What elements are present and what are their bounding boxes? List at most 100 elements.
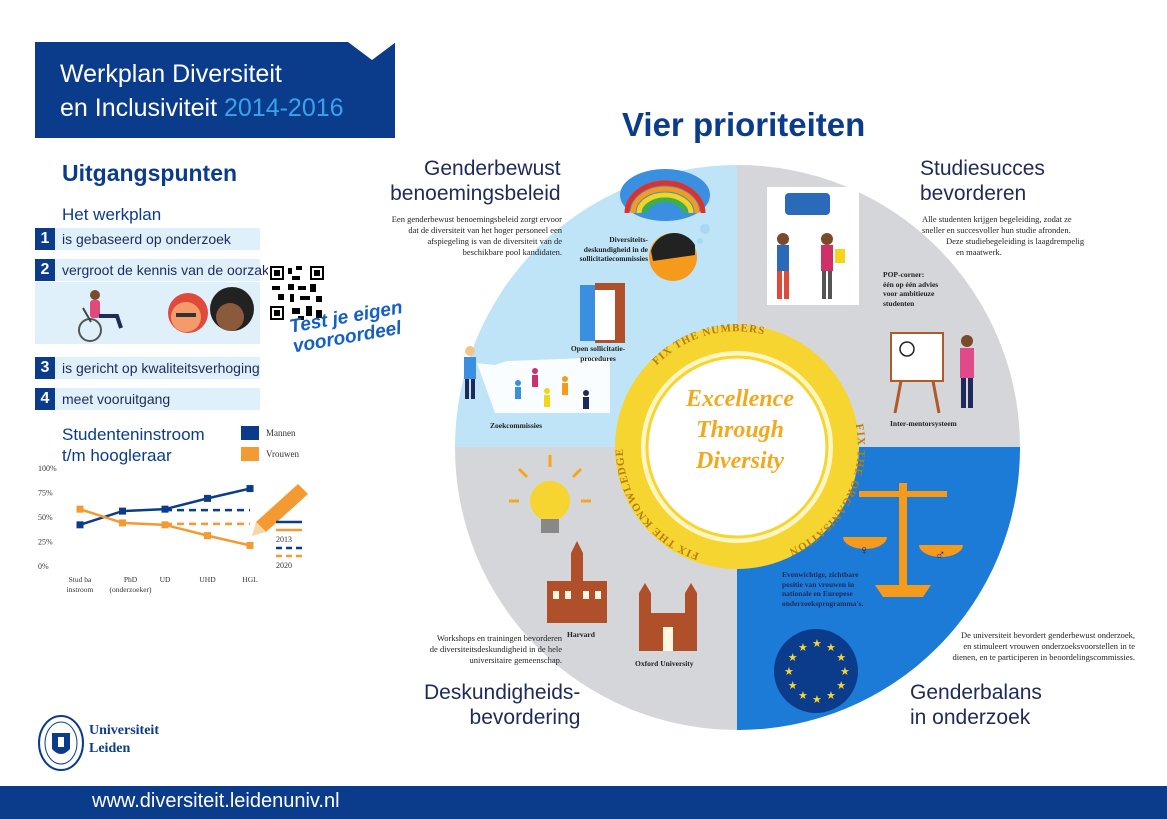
eu-star: ★ [812, 694, 822, 706]
caption-pop-corner: POP-corner: één op één advies voor ambit… [883, 270, 938, 308]
mentor-board-icon [890, 332, 974, 414]
caption-ep-line-4: onderzoeksprogramma's. [782, 598, 864, 608]
point-2-text: vergroot de kennis van de oorzaken [62, 262, 285, 278]
people-group-icon [515, 368, 589, 409]
data-point-vrouwen [204, 532, 211, 540]
footer-url-link[interactable]: www.diversiteit.leidenuniv.nl [92, 790, 340, 812]
data-point-mannen [119, 507, 126, 515]
caption-pop-line-4: studenten [883, 298, 915, 308]
pencil-icon [256, 484, 308, 532]
x-tick-label: UHD [199, 575, 216, 584]
point-1-text: is gebaseerd op onderzoek [62, 231, 231, 247]
x-tick-label: HGL [242, 575, 258, 584]
quadrant-1-description: Een genderbewust benoemingsbeleid zorgt … [368, 214, 562, 258]
data-point-mannen [76, 521, 84, 529]
caption-dd-line-2: deskundigheid in de [583, 244, 648, 254]
eu-star: ★ [798, 642, 808, 654]
q1-desc-line-4: beschikbare pool kandidaten. [462, 247, 562, 257]
werkplan-subheading: Het werkplan [62, 205, 162, 224]
caption-ep-line-2: positie van vrouwen in [782, 579, 855, 589]
y-tick-label: 50% [38, 513, 53, 522]
x-tick-label: PhD [124, 575, 138, 584]
q1-desc-line-2: dat de diversiteit van het hoger persone… [408, 225, 562, 235]
open-door-icon [580, 283, 625, 343]
eu-star: ★ [826, 642, 836, 654]
caption-pop-line-1: POP-corner: [883, 270, 925, 279]
legend-swatch-vrouwen [241, 447, 259, 461]
svg-text:♀: ♀ [859, 542, 870, 558]
caption-ep-line-3: nationale en Europese [782, 589, 853, 598]
rainbow-cloud-icon [620, 169, 710, 244]
oxford-building-icon [639, 583, 697, 651]
center-line-3: Diversity [696, 448, 784, 474]
wheelchair-person-icon [78, 290, 123, 342]
q3-desc-line-1: Workshops en trainingen bevorderen [436, 633, 562, 643]
qr-code-icon[interactable] [268, 264, 326, 322]
point-2: 2 vergroot de kennis van de oorzaken [35, 259, 285, 281]
data-point-mannen [204, 494, 211, 502]
point-4: 4 meet vooruitgang [35, 388, 260, 410]
diverse-faces-icon [168, 287, 254, 333]
caption-evenwichtige-positie: Evenwichtige, zichtbare positie van vrou… [782, 570, 863, 608]
eu-star: ★ [840, 666, 850, 678]
caption-zoekcommissies: Zoekcommissies [490, 421, 543, 430]
point-4-text: meet vooruitgang [62, 391, 171, 407]
data-point-vrouwen [246, 541, 254, 549]
q2-desc-line-3: Deze studiebegeleiding is laagdrempelig [946, 236, 1085, 246]
caption-harvard: Harvard [567, 630, 595, 639]
q4-desc-line-2: en stimuleert vrouwen onderzoeksvoorstel… [963, 641, 1135, 651]
point-3-number: 3 [35, 357, 55, 379]
eu-star: ★ [784, 666, 794, 678]
center-line-1: Excellence [686, 386, 794, 412]
eu-star: ★ [836, 652, 846, 664]
title-notch [348, 42, 396, 60]
priorities-circle: FIX THE NUMBERS FIX THE ORGANISATION FIX… [455, 165, 1020, 730]
caption-pop-line-2: één op één advies [883, 279, 939, 289]
y-tick-label: 100% [38, 464, 57, 473]
eu-star: ★ [836, 680, 846, 692]
point-1: 1 is gebaseerd op onderzoek [35, 228, 260, 250]
quadrant-3-description: Workshops en trainingen bevorderen de di… [368, 633, 562, 666]
ring-center [645, 355, 829, 539]
priorities-heading: Vier prioriteiten [622, 106, 866, 143]
logo-line-1: Universiteit [89, 723, 159, 738]
caption-ep-line-1: Evenwichtige, zichtbare [782, 570, 859, 579]
y-tick-label: 0% [38, 562, 49, 571]
thinking-head-icon [649, 233, 697, 281]
legend-label-vrouwen: Vrouwen [266, 449, 299, 459]
title-years: 2014-2016 [223, 94, 344, 122]
point-3: 3 is gericht op kwaliteitsverhoging [35, 357, 260, 379]
q2-desc-line-2: sneller en succesvoller hun studie afron… [922, 225, 1071, 235]
eu-star: ★ [788, 680, 798, 692]
chart-title: Studenteninstroom t/m hoogleraar [62, 424, 205, 466]
quadrant-3-title-line-1: Deskundigheids- [424, 681, 581, 704]
data-point-vrouwen [119, 519, 126, 527]
q2-desc-line-4: en maatwerk. [956, 247, 1002, 257]
q3-desc-line-2: de diversiteitsdeskundigheid in de hele [429, 644, 562, 654]
quadrant-3-title-line-2: bevordering [469, 706, 581, 729]
eu-star: ★ [798, 690, 808, 702]
title-line-1: Werkplan Diversiteit [60, 60, 282, 88]
quadrant-4-description: De universiteit bevordert genderbewust o… [895, 630, 1135, 663]
caption-inter-mentorsysteem: Inter-mentorsysteem [890, 419, 957, 428]
q4-desc-line-3: dienen, en te participeren in beoordelin… [952, 652, 1135, 662]
q3-desc-line-3: universitaire gemeenschap. [469, 655, 562, 665]
data-point-vrouwen [76, 505, 84, 513]
chart-title-line-2: t/m hoogleraar [62, 446, 172, 465]
caption-os-line-1: Open sollicitatie- [570, 344, 626, 353]
legend-year-2013: 2013 [276, 535, 292, 544]
caption-open-sollicitatie: Open sollicitatie- procedures [558, 344, 638, 363]
caption-diversiteitsdeskundigheid: Diversiteits- deskundigheid in de sollic… [560, 235, 648, 264]
legend-swatch-mannen [241, 426, 259, 440]
x-tick-label: Stud ba [69, 575, 92, 584]
caption-dd-line-3: sollicitatiecommissies [579, 254, 648, 263]
point-1-number: 1 [35, 228, 55, 250]
university-seal-icon [38, 715, 84, 771]
quadrant-2-title: Studiesucces bevorderen [920, 156, 1045, 206]
title-line-2-text: en Inclusiviteit [60, 94, 218, 122]
q2-desc-line-1: Alle studenten krijgen begeleiding, zoda… [922, 214, 1072, 224]
caption-os-line-2: procedures [580, 353, 616, 363]
handshake-icon [767, 187, 859, 305]
harvard-building-icon [547, 541, 607, 623]
pencil-tip [252, 522, 266, 536]
